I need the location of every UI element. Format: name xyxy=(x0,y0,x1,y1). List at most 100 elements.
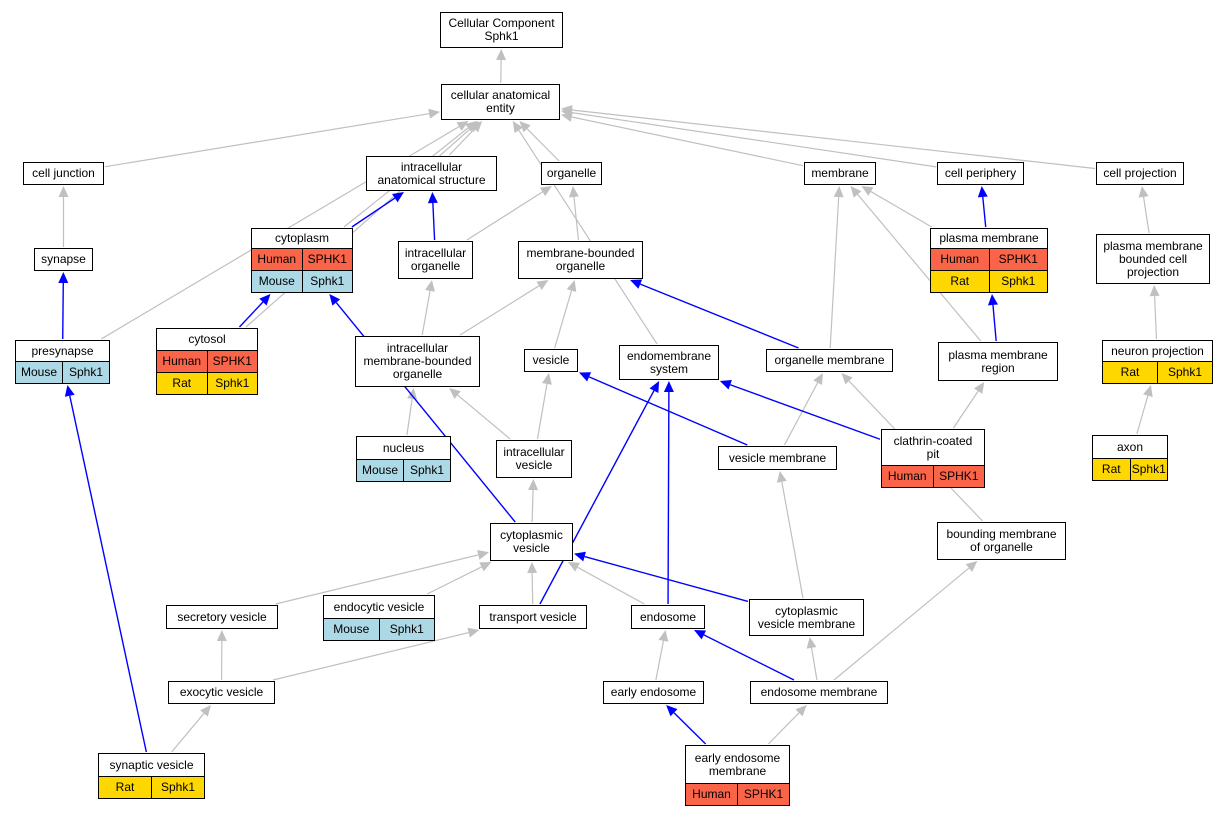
arrowhead-icon xyxy=(392,192,404,203)
edge-ias-to-cae xyxy=(448,121,483,156)
arrowhead-icon xyxy=(566,280,577,292)
edge-presynapse-to-synapse xyxy=(58,272,69,340)
term-label-line: cytoplasm xyxy=(274,231,330,245)
go-term-cell-projection[interactable]: cell projection xyxy=(1096,162,1184,185)
term-label: vesicle membrane xyxy=(719,447,836,469)
edge-pm-bounded-to-cell-projection xyxy=(1138,186,1150,234)
arrowhead-icon xyxy=(64,385,75,397)
term-label: exocytic vesicle xyxy=(169,682,274,703)
go-term-transport-vesicle[interactable]: transport vesicle xyxy=(479,605,587,629)
organism-cell: Rat xyxy=(99,777,151,798)
arrowhead-icon xyxy=(58,272,69,284)
term-label-line: endomembrane xyxy=(626,348,712,363)
term-label-line: bounding membrane xyxy=(946,527,1057,541)
go-term-endosome-membrane[interactable]: endosome membrane xyxy=(750,681,888,704)
edge-plasma-membrane-to-cell-periphery xyxy=(977,186,988,228)
go-term-early-endosome[interactable]: early endosome xyxy=(603,681,704,704)
term-label-line: of organelle xyxy=(970,540,1033,554)
term-label: secretory vesicle xyxy=(167,606,277,628)
go-term-membrane[interactable]: membrane xyxy=(804,162,876,185)
arrowhead-icon xyxy=(850,186,862,198)
term-label-line: pit xyxy=(926,446,940,461)
term-label-line: plasma membrane xyxy=(948,347,1048,362)
term-label-line: synaptic vesicle xyxy=(109,757,194,772)
go-term-organelle-membrane[interactable]: organelle membrane xyxy=(766,349,893,372)
term-label: nucleus xyxy=(357,437,450,459)
arrowhead-icon xyxy=(467,121,480,133)
term-label: organelle membrane xyxy=(767,350,892,371)
edge-line xyxy=(531,489,534,523)
edge-ic-organelle-to-ias xyxy=(427,192,438,241)
edge-line xyxy=(673,712,707,745)
arrowhead-icon xyxy=(216,630,227,642)
go-term-vesicle[interactable]: vesicle xyxy=(524,349,578,372)
edge-ic-vesicle-to-vesicle xyxy=(536,373,552,440)
term-label-line: Sphk1 xyxy=(484,29,519,43)
arrowhead-icon xyxy=(813,373,823,386)
gene-cell: Sphk1 xyxy=(403,460,450,481)
edge-line xyxy=(62,282,64,340)
gene-cell: Sphk1 xyxy=(1157,362,1212,383)
arrowhead-icon xyxy=(977,186,988,198)
edge-line xyxy=(448,128,475,156)
go-term-vesicle-membrane[interactable]: vesicle membrane xyxy=(718,446,837,470)
go-term-secretory-vesicle[interactable]: secretory vesicle xyxy=(166,605,278,629)
term-label-line: endosome xyxy=(639,609,697,624)
term-label-line: anatomical structure xyxy=(377,172,486,187)
term-label-line: clathrin-coated xyxy=(893,433,973,448)
go-term-cell-periphery[interactable]: cell periphery xyxy=(937,162,1024,185)
term-label-line: endosome membrane xyxy=(760,685,878,699)
edge-cell-junction-to-cae xyxy=(104,108,440,168)
arrowhead-icon xyxy=(1138,186,1149,198)
term-label-line: cytoplasmic xyxy=(775,603,838,618)
edge-endosome-membrane-to-bounding-membrane xyxy=(833,561,978,681)
term-label-line: early endosome xyxy=(694,750,781,765)
edge-line xyxy=(526,128,560,162)
arrowhead-icon xyxy=(528,479,539,491)
edge-cell-projection-to-cae xyxy=(561,105,1096,170)
term-label-line: projection xyxy=(1126,264,1180,279)
go-term-endosome[interactable]: endosome xyxy=(631,605,705,629)
term-label-line: membrane-bounded xyxy=(526,246,635,260)
term-label-line: neuron projection xyxy=(1111,343,1204,358)
go-term-organelle[interactable]: organelle xyxy=(541,162,602,185)
term-label: cell periphery xyxy=(938,163,1023,184)
go-term-synapse[interactable]: synapse xyxy=(34,248,93,271)
edge-endosome-to-endomembrane xyxy=(663,381,674,605)
term-label-line: axon xyxy=(1116,439,1144,454)
go-term-exocytic-vesicle[interactable]: exocytic vesicle xyxy=(168,681,275,704)
term-label: presynapse xyxy=(16,341,109,361)
go-term-cell-junction[interactable]: cell junction xyxy=(23,162,104,185)
edge-line xyxy=(406,398,413,436)
term-label-line: organelle xyxy=(546,166,597,180)
gene-cell: SPHK1 xyxy=(206,351,257,372)
